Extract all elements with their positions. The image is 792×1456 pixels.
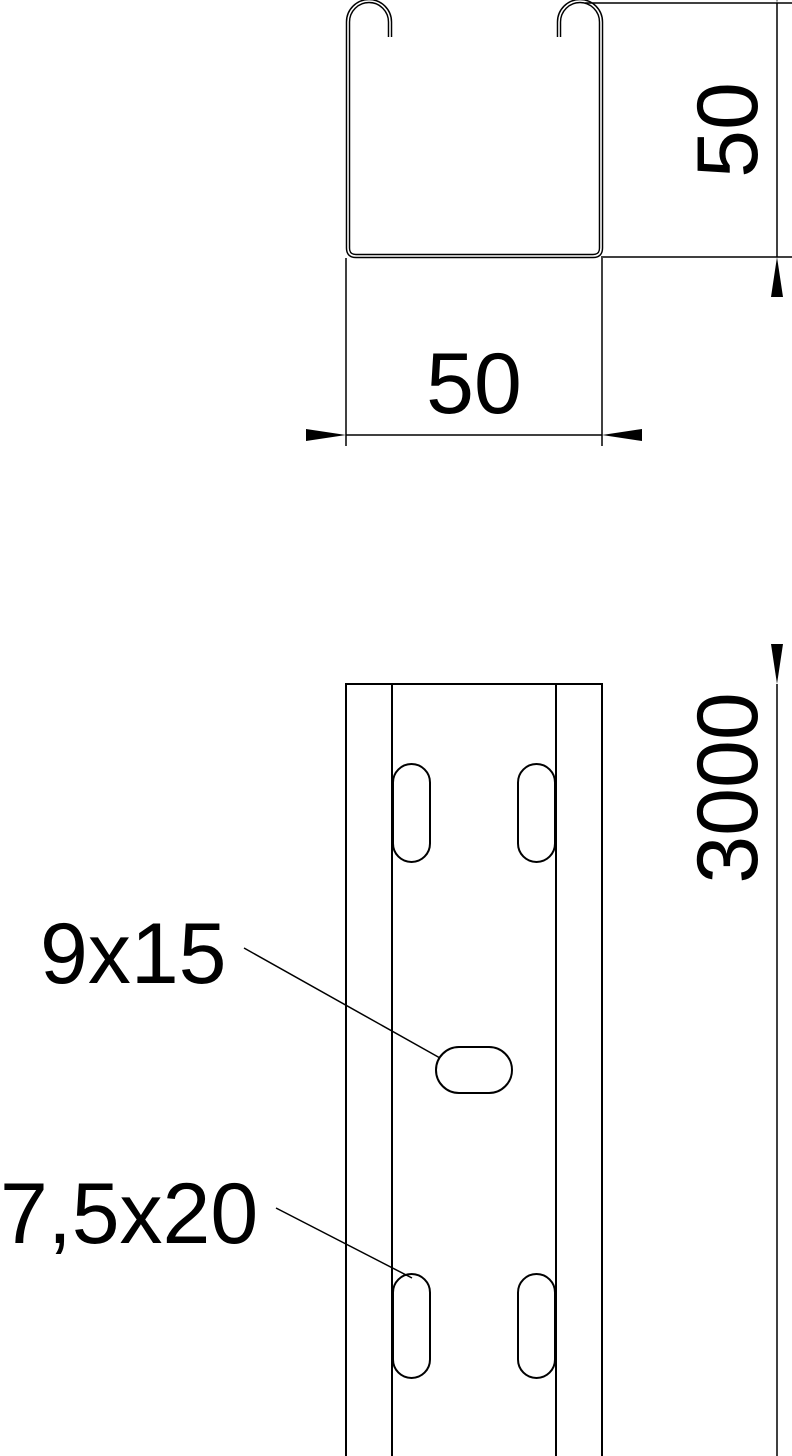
slot (392, 763, 431, 863)
width-dimension: 50 (306, 258, 642, 446)
profile-section (345, 0, 604, 259)
center-slot (435, 1046, 513, 1094)
hole-center-label: 9x15 (40, 906, 227, 1002)
slot (392, 1273, 431, 1379)
hole-side-label: 7,5x20 (0, 1166, 258, 1262)
slot (517, 1273, 556, 1379)
slot (517, 763, 556, 863)
length-dimension: 3000 (680, 644, 783, 1456)
top-view (345, 683, 603, 1456)
leader-line (243, 947, 441, 1059)
leader-line (275, 1207, 413, 1279)
height-dimension: 50 (585, 0, 792, 297)
width-label: 50 (426, 336, 522, 432)
length-label: 3000 (680, 692, 776, 883)
height-label: 50 (680, 82, 776, 178)
